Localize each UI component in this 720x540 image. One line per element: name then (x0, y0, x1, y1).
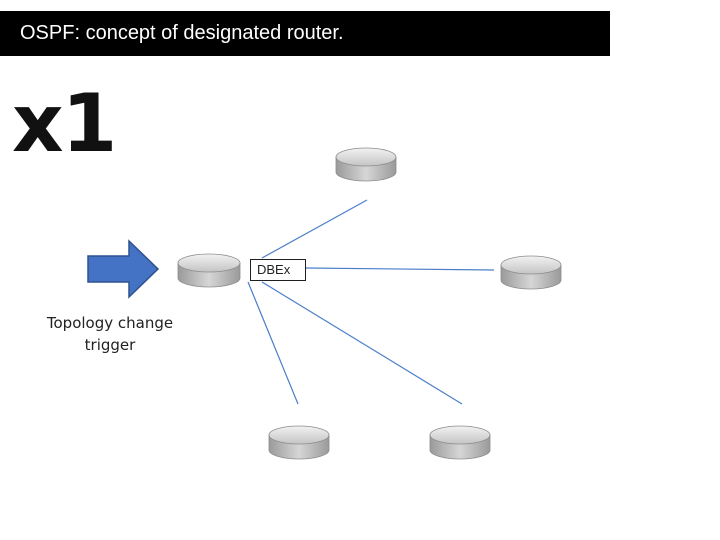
link-to-top-router (261, 199, 368, 259)
link-to-right-router (305, 267, 495, 271)
title-bar: OSPF: concept of designated router. (0, 11, 610, 56)
link-to-bottom-right-router (261, 281, 463, 405)
router-bottom-left (268, 425, 330, 460)
router-right (500, 255, 562, 290)
router-center (177, 253, 241, 288)
links (247, 199, 495, 405)
router-bottom-right (429, 425, 491, 460)
router-top (335, 147, 397, 182)
trigger-arrow-icon (87, 239, 160, 299)
trigger-label: Topology change trigger (46, 314, 174, 354)
slide-title: OSPF: concept of designated router. (20, 22, 344, 44)
dbex-message-label: DBEx (250, 259, 306, 281)
link-to-bottom-left-router (247, 281, 299, 405)
multiplier-label: x1 (12, 77, 117, 170)
